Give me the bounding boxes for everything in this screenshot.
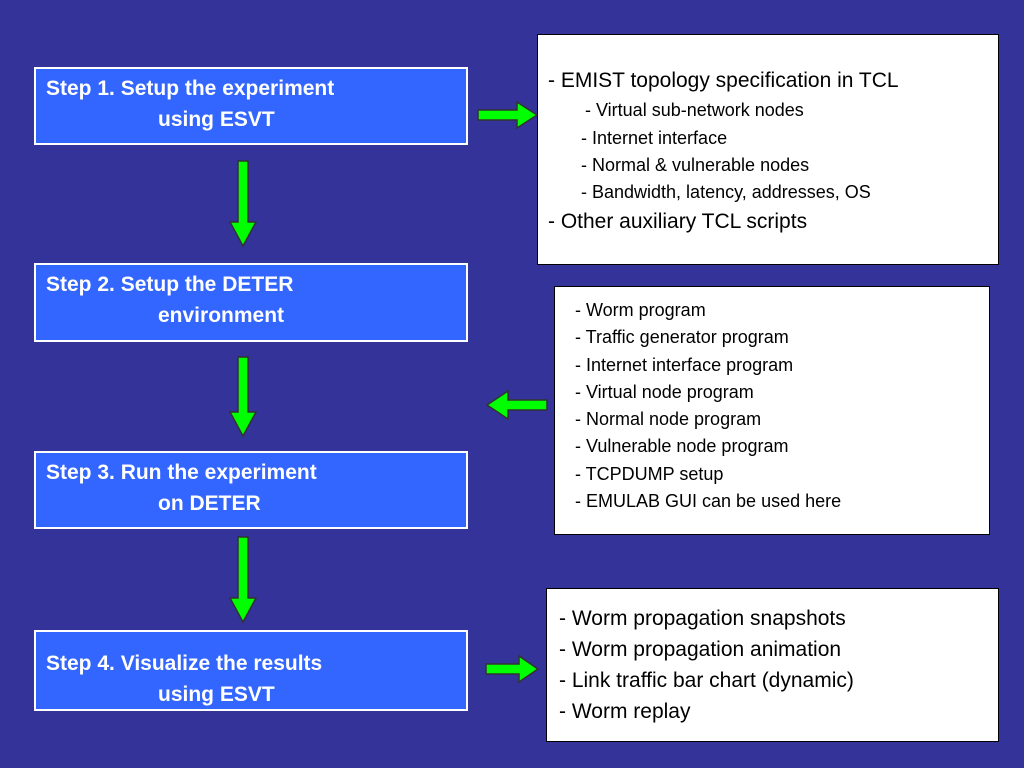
right-arrow-icon — [485, 654, 540, 684]
step-2-box: Step 2. Setup the DETER environment — [34, 263, 468, 342]
info-line: - Internet interface program — [575, 354, 794, 375]
step-3-subtitle: on DETER — [158, 492, 261, 515]
step-4-title: Step 4. Visualize the results — [46, 652, 323, 675]
info-box-topology: - EMIST topology specification in TCL - … — [537, 34, 999, 265]
right-arrow-icon — [477, 100, 539, 130]
info-line: - Bandwidth, latency, addresses, OS — [581, 182, 871, 202]
info-line: - Worm program — [575, 300, 706, 320]
info-line: - Virtual node program — [575, 381, 754, 402]
step-1-box: Step 1. Setup the experiment using ESVT — [34, 67, 468, 145]
info-box-visualization: - Worm propagation snapshots - Worm prop… — [546, 588, 999, 742]
info-line: - Vulnerable node program — [575, 436, 789, 457]
info-box-programs: - Worm program - Traffic generator progr… — [554, 286, 990, 535]
left-arrow-icon — [486, 389, 548, 421]
step-1-title: Step 1. Setup the experiment — [46, 77, 335, 100]
info-line: - Internet interface — [581, 128, 728, 148]
info-line: - Worm propagation snapshots — [559, 607, 846, 630]
step-1-subtitle: using ESVT — [158, 108, 275, 131]
info-line: - Other auxiliary TCL scripts — [548, 210, 808, 233]
down-arrow-icon — [229, 536, 257, 624]
step-2-title: Step 2. Setup the DETER — [46, 273, 294, 296]
step-2-subtitle: environment — [158, 304, 285, 327]
info-line: - Normal node program — [575, 409, 762, 430]
down-arrow-icon — [229, 160, 257, 248]
step-3-box: Step 3. Run the experiment on DETER — [34, 451, 468, 529]
info-line: - Normal & vulnerable nodes — [581, 155, 810, 175]
info-line: - TCPDUMP setup — [575, 463, 724, 484]
step-4-subtitle: using ESVT — [158, 683, 275, 706]
step-3-title: Step 3. Run the experiment — [46, 461, 317, 484]
info-line: - Worm propagation animation — [559, 638, 842, 661]
step-4-box: Step 4. Visualize the results using ESVT — [34, 630, 468, 711]
info-line: - Traffic generator program — [575, 327, 789, 348]
info-line: - Worm replay — [559, 700, 691, 723]
info-line: - Link traffic bar chart (dynamic) — [559, 669, 854, 692]
info-line: - EMULAB GUI can be used here — [575, 491, 842, 512]
down-arrow-icon — [229, 356, 257, 438]
info-line: - Virtual sub-network nodes — [585, 100, 804, 120]
info-line: - EMIST topology specification in TCL — [548, 69, 899, 92]
